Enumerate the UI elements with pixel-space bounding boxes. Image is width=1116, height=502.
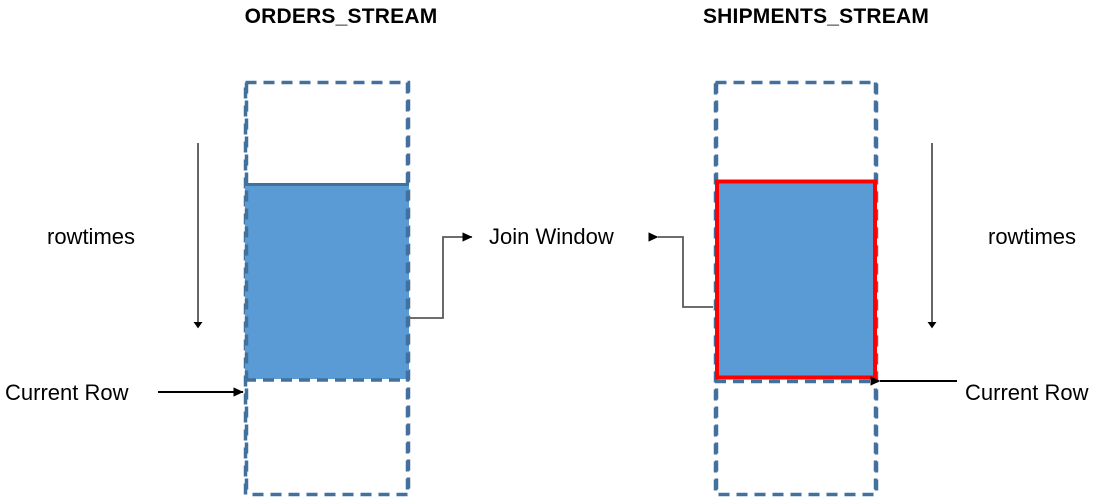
- shipments-current-row-label: Current Row: [965, 380, 1089, 405]
- orders-to-join-window-connector: [410, 232, 473, 319]
- orders-stream-title: ORDERS_STREAM: [244, 5, 438, 28]
- shipments-window-highlight-border: [715, 179, 877, 380]
- orders-current-row-label: Current Row: [5, 380, 129, 405]
- shipments-rowtimes-label: rowtimes: [988, 224, 1077, 249]
- shipments-to-join-window-connector: [648, 232, 713, 308]
- orders-rowtimes-label: rowtimes: [47, 224, 136, 249]
- shipments-stream-title: SHIPMENTS_STREAM: [702, 5, 930, 28]
- orders-stream-window-rect: [245, 183, 409, 379]
- shipments-stream-window-rect: [715, 180, 877, 379]
- join-window-label: Join Window: [489, 224, 614, 249]
